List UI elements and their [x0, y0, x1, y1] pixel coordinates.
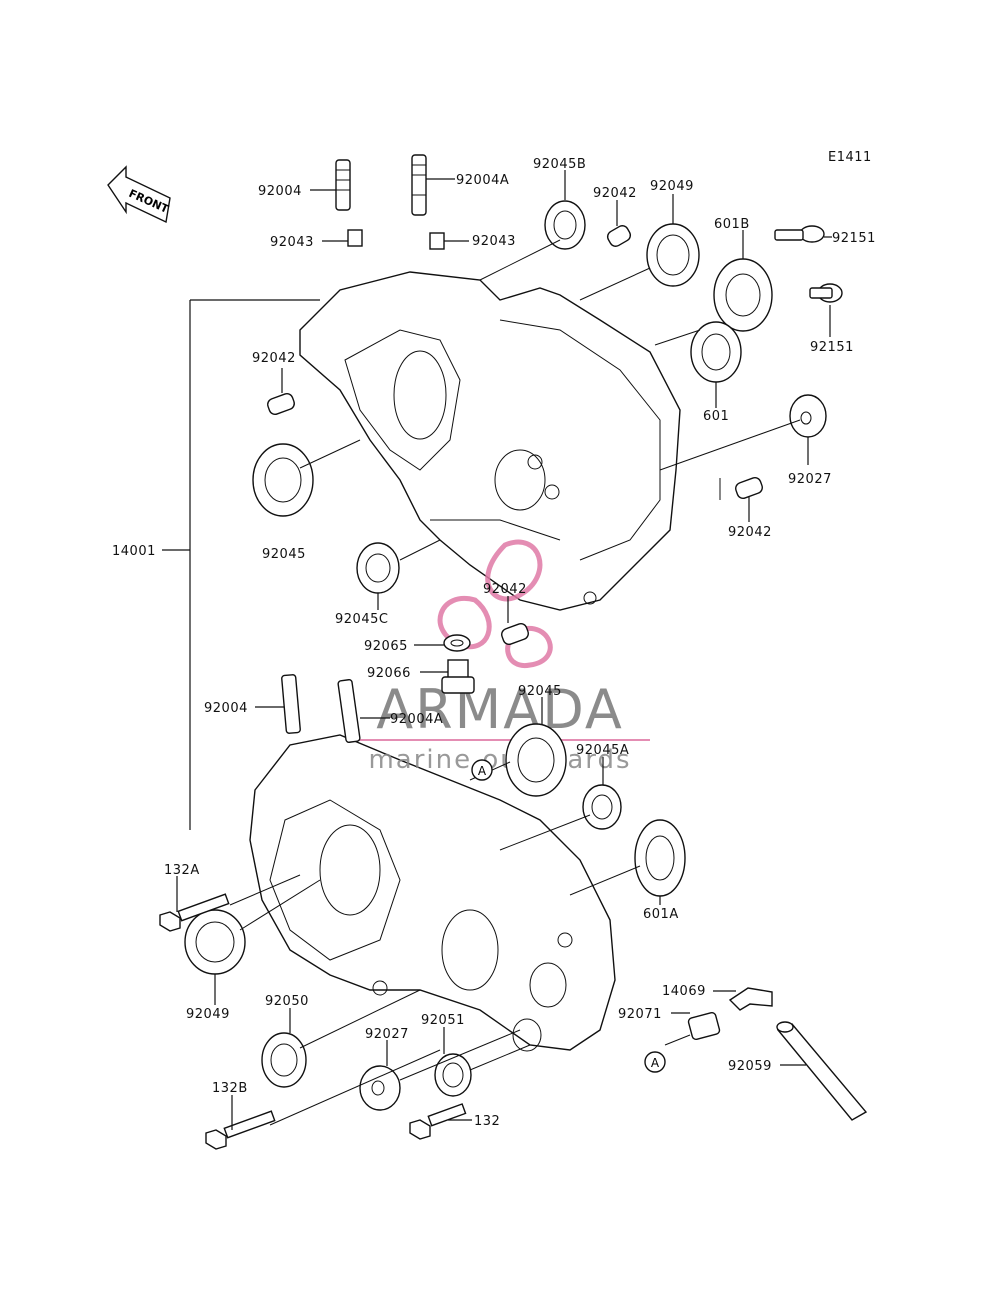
washer-92027-low — [359, 1065, 401, 1111]
label-92151-b: 92151 — [810, 340, 854, 355]
screw-92151-b — [809, 283, 843, 303]
bearing-92045a — [582, 784, 622, 830]
svg-text:A: A — [651, 1056, 660, 1070]
label-92042-top: 92042 — [593, 186, 637, 201]
dowel-92043-right — [429, 232, 445, 250]
label-132: 132 — [474, 1114, 500, 1129]
bolt-132a — [159, 893, 230, 932]
front-arrow-icon: FRONT — [107, 165, 171, 224]
label-92051: 92051 — [421, 1013, 465, 1028]
label-92004a-low: 92004A — [390, 712, 443, 727]
callout-a-upper: A — [471, 759, 493, 781]
seal-92051 — [434, 1053, 472, 1097]
label-92042-right: 92042 — [728, 525, 772, 540]
washer-92027-right — [789, 394, 827, 438]
stud-92004a-top — [411, 154, 427, 216]
callout-a-lower: A — [644, 1051, 666, 1073]
label-92004-low: 92004 — [204, 701, 248, 716]
lower-crankcase-half — [249, 734, 616, 1052]
label-14001: 14001 — [112, 544, 156, 559]
label-132a: 132A — [164, 863, 200, 878]
label-92042-left: 92042 — [252, 351, 296, 366]
label-92045c: 92045C — [335, 612, 388, 627]
label-92004a-top: 92004A — [456, 173, 509, 188]
dowel-92042-left — [267, 393, 295, 415]
bearing-92045c — [356, 542, 400, 594]
bearing-92045b — [544, 200, 586, 250]
label-92042-mid: 92042 — [483, 582, 527, 597]
clamp-92071 — [687, 1011, 721, 1041]
label-92043-left: 92043 — [270, 235, 314, 250]
hose-92059 — [776, 1021, 868, 1121]
label-92050: 92050 — [265, 994, 309, 1009]
seal-92049-low — [184, 909, 246, 975]
bearing-601a — [634, 819, 686, 897]
label-92045a: 92045A — [576, 743, 629, 758]
screw-92151-a — [774, 225, 825, 243]
dowel-92042-right — [735, 477, 763, 499]
bearing-92045-left — [252, 443, 314, 517]
stud-92004a-low — [337, 679, 361, 743]
label-92071: 92071 — [618, 1007, 662, 1022]
seal-92049-top — [646, 223, 700, 287]
label-92059: 92059 — [728, 1059, 772, 1074]
label-92045b: 92045B — [533, 157, 586, 172]
dowel-92042-top — [606, 225, 632, 247]
diagram-code: E1411 — [828, 150, 872, 165]
label-92004-top: 92004 — [258, 184, 302, 199]
label-92151-a: 92151 — [832, 231, 876, 246]
bearing-92045-low — [505, 723, 567, 797]
dowel-92043-left — [347, 229, 363, 247]
bolt-132b — [205, 1110, 276, 1150]
plug-92066 — [441, 659, 475, 694]
stud-92004-low — [281, 674, 301, 734]
watermark-tagline: marine outboards — [368, 745, 631, 775]
watermark-brand: ARMADA — [376, 678, 624, 741]
washer-92065 — [443, 634, 471, 652]
label-92045-left: 92045 — [262, 547, 306, 562]
bearing-601b — [713, 258, 773, 332]
seal-92050 — [261, 1032, 307, 1088]
elbow-14069 — [728, 987, 773, 1011]
label-92045-low: 92045 — [518, 684, 562, 699]
label-601a: 601A — [643, 907, 679, 922]
label-92043-right: 92043 — [472, 234, 516, 249]
part-labels: 92004 92004A 92045B 92042 92049 601B 921… — [112, 157, 876, 1129]
label-132b: 132B — [212, 1081, 248, 1096]
dowel-92042-mid — [501, 623, 529, 645]
label-92066: 92066 — [367, 666, 411, 681]
upper-crankcase-half — [299, 271, 681, 611]
label-92027-low: 92027 — [365, 1027, 409, 1042]
label-14069: 14069 — [662, 984, 706, 999]
bolt-132 — [409, 1103, 467, 1140]
label-601: 601 — [703, 409, 729, 424]
label-92027-right: 92027 — [788, 472, 832, 487]
stud-92004-top — [335, 159, 351, 211]
label-92049-top: 92049 — [650, 179, 694, 194]
label-601b: 601B — [714, 217, 750, 232]
label-92065: 92065 — [364, 639, 408, 654]
svg-text:A: A — [478, 764, 487, 778]
label-92049-low: 92049 — [186, 1007, 230, 1022]
